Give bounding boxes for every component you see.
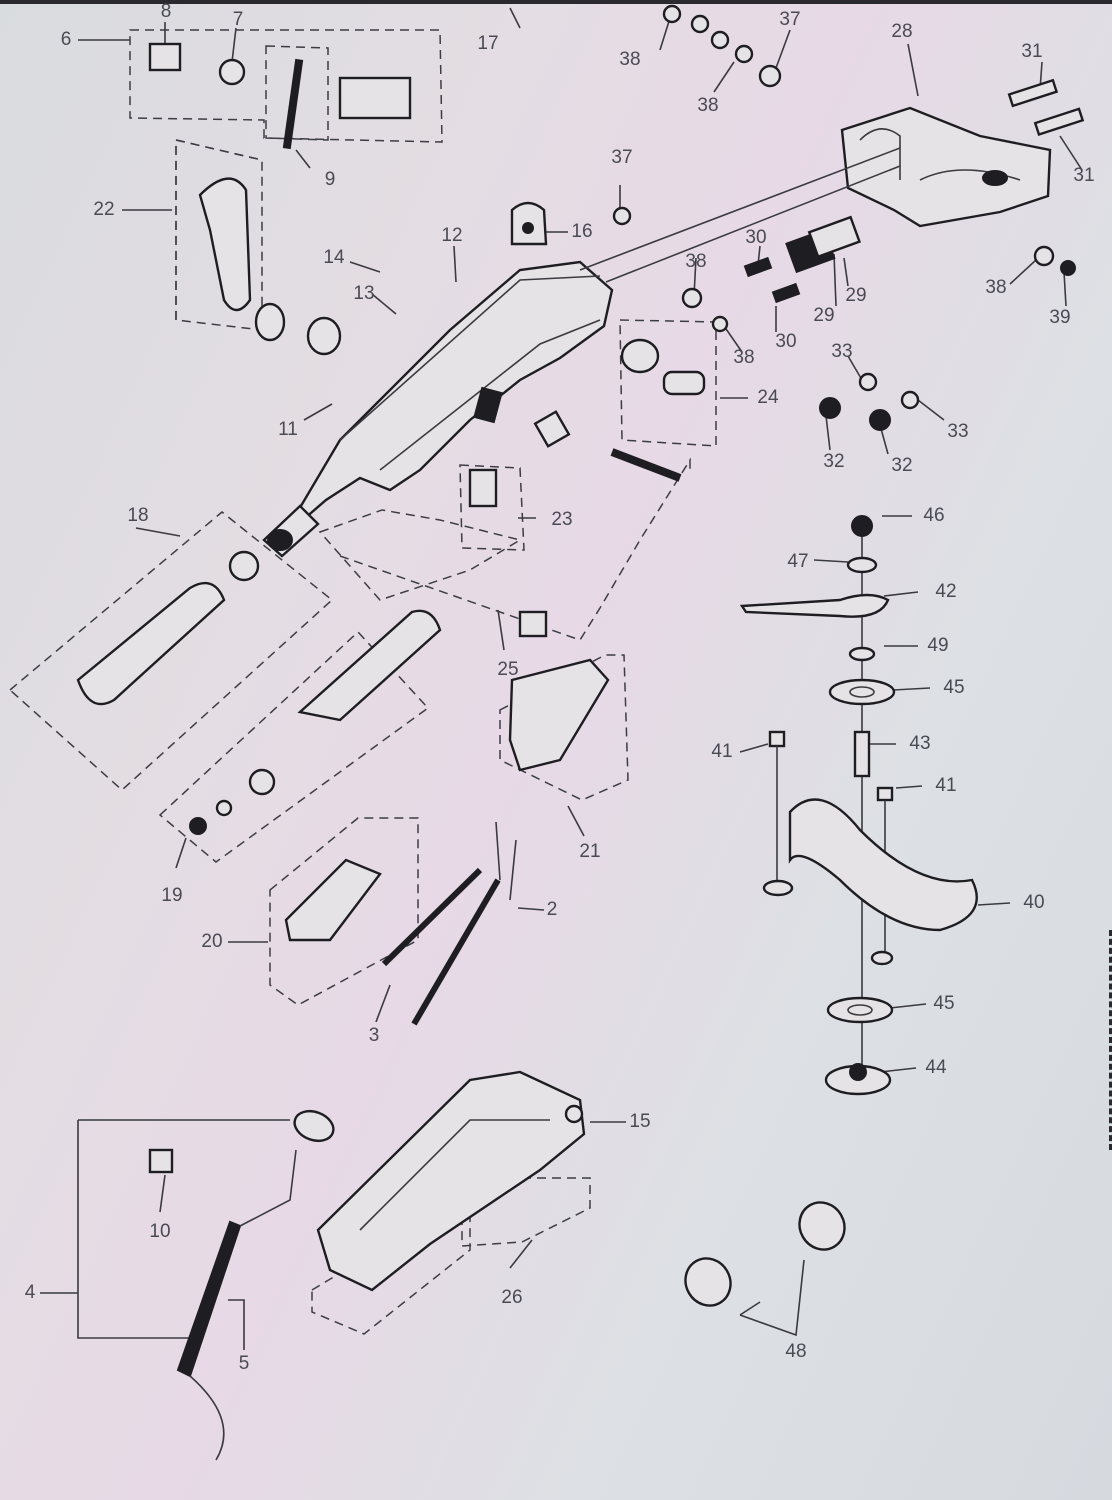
callout-23: 23 xyxy=(551,509,573,530)
callout-36: 37 xyxy=(779,9,801,30)
part-9 xyxy=(282,58,304,150)
callout-38b: 38 xyxy=(697,95,719,116)
callout-25: 25 xyxy=(497,659,519,680)
friction-assembly xyxy=(739,515,978,1096)
callout-15: 15 xyxy=(629,1111,651,1132)
callout-29: 29 xyxy=(845,285,867,306)
callout-30a: 30 xyxy=(745,227,767,248)
callout-33a: 33 xyxy=(831,341,853,362)
part-23 xyxy=(468,468,498,508)
callout-11: 11 xyxy=(278,419,298,440)
callout-38a: 38 xyxy=(619,49,641,70)
callout-41a: 41 xyxy=(711,741,733,762)
part-48-knobs xyxy=(684,1201,846,1307)
lower-bracket xyxy=(148,1070,586,1461)
callout-45b: 45 xyxy=(933,993,955,1014)
callout-32a: 32 xyxy=(823,451,845,472)
callout-41b: 41 xyxy=(935,775,957,796)
part-20 xyxy=(284,858,382,942)
part-18-grip xyxy=(76,581,226,706)
callout-42: 42 xyxy=(935,581,957,602)
callout-18: 18 xyxy=(127,505,149,526)
part-8 xyxy=(148,42,182,72)
switch xyxy=(338,76,412,120)
callout-9: 9 xyxy=(324,169,336,190)
callout-33b: 33 xyxy=(947,421,969,442)
screen-right-edge xyxy=(1106,930,1112,1150)
swivel-bracket xyxy=(579,78,1085,283)
callout-31a: 31 xyxy=(1021,41,1043,62)
callout-22: 22 xyxy=(93,199,115,220)
callout-39: 39 xyxy=(1049,307,1071,328)
tiller-arm xyxy=(262,260,614,558)
part-25 xyxy=(518,610,548,638)
callout-20: 20 xyxy=(201,931,223,952)
callout-10: 10 xyxy=(149,1221,171,1242)
callout-7: 7 xyxy=(232,9,244,30)
callout-6: 6 xyxy=(60,29,72,50)
callout-46: 46 xyxy=(923,505,945,526)
part-21 xyxy=(508,658,610,772)
callout-5: 5 xyxy=(238,1353,250,1374)
part-22-grip xyxy=(198,177,252,312)
callout-27: 28 xyxy=(891,21,913,42)
callout-16: 16 xyxy=(571,221,593,242)
callout-43: 43 xyxy=(909,733,931,754)
callout-28: 29 xyxy=(813,305,835,326)
hardware xyxy=(76,4,1076,1026)
callout-21: 21 xyxy=(579,841,601,862)
callout-2: 2 xyxy=(546,899,558,920)
callout-40: 40 xyxy=(1023,892,1045,913)
callout-44: 44 xyxy=(925,1057,947,1078)
callout-47: 47 xyxy=(787,551,809,572)
part-7 xyxy=(218,58,246,86)
callout-31b: 31 xyxy=(1073,165,1095,186)
part-boot xyxy=(293,1109,335,1143)
screen-top-edge xyxy=(0,0,1112,4)
part-24-cap xyxy=(620,338,660,374)
callout-8: 8 xyxy=(160,1,172,22)
callout-19: 19 xyxy=(161,885,183,906)
callout-48: 48 xyxy=(785,1341,807,1362)
part-29 xyxy=(807,215,861,259)
callout-32b: 32 xyxy=(891,455,913,476)
callout-12: 12 xyxy=(441,225,463,246)
leader-lines xyxy=(40,7,1083,1350)
callout-4: 4 xyxy=(24,1282,36,1303)
lanyard-cord xyxy=(176,1220,242,1378)
callout-38d: 38 xyxy=(985,277,1007,298)
callout-37b: 38 xyxy=(685,251,707,272)
callout-38c: 38 xyxy=(733,347,755,368)
callout-14: 14 xyxy=(323,247,345,268)
throttle-shaft xyxy=(297,609,442,722)
callout-30b: 30 xyxy=(775,331,797,352)
callout-26: 26 xyxy=(501,1287,523,1308)
callout-45a: 45 xyxy=(943,677,965,698)
part-10 xyxy=(148,1148,174,1174)
callout-37a: 37 xyxy=(611,147,633,168)
callout-17: 17 xyxy=(477,33,499,54)
callout-3: 3 xyxy=(368,1025,380,1046)
callout-49: 49 xyxy=(927,635,949,656)
callout-13: 13 xyxy=(353,283,375,304)
callout-24: 24 xyxy=(757,387,779,408)
